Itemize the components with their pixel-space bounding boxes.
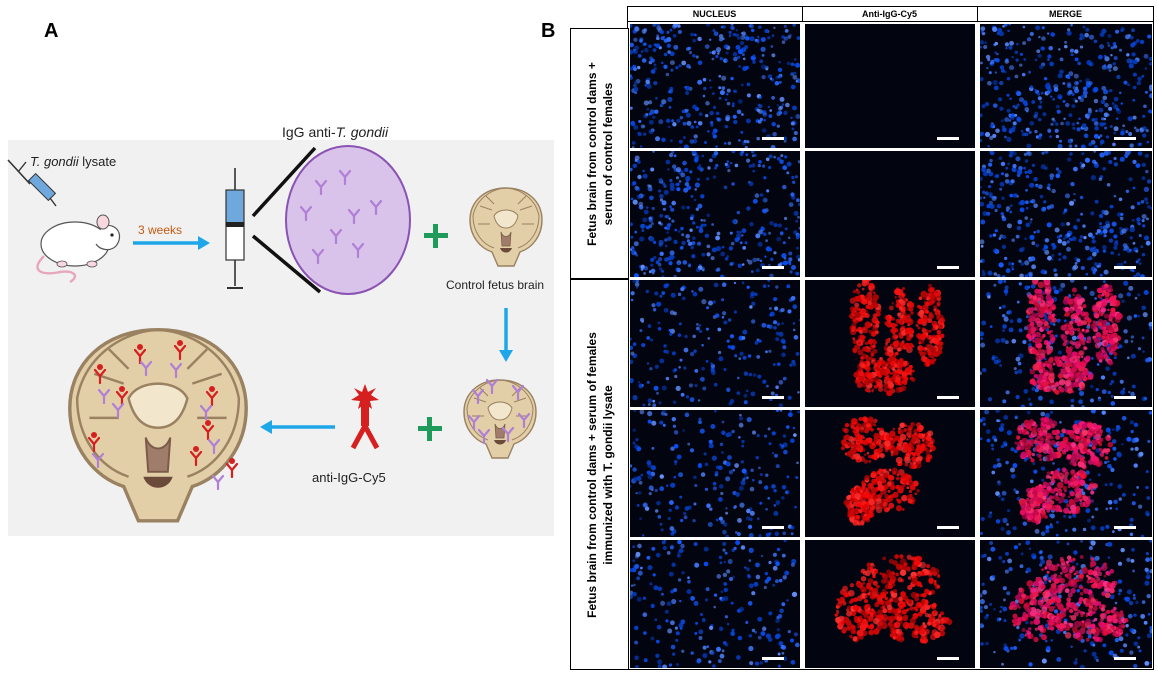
igg-circle	[285, 145, 411, 295]
col-header-merge: MERGE	[1048, 9, 1082, 19]
micrograph-merge-row-5	[980, 540, 1152, 668]
header-divider	[627, 21, 1154, 22]
micrograph-merge-row-4	[980, 410, 1152, 537]
zoom-line-top	[251, 146, 317, 218]
scale-bar	[1114, 657, 1136, 660]
micrograph-cy5-row-3	[805, 280, 975, 407]
scale-bar	[762, 137, 784, 140]
micrograph-cy5-row-5	[805, 540, 975, 668]
header-col-divider-1	[802, 6, 803, 22]
arrow-left	[260, 420, 335, 434]
brain-with-igg-icon	[463, 378, 537, 459]
scale-bar	[937, 526, 959, 529]
micrograph-merge-row-2	[980, 151, 1152, 277]
scale-bar	[762, 657, 784, 660]
scale-bar	[1114, 266, 1136, 269]
scale-bar	[1114, 526, 1136, 529]
scale-bar	[937, 266, 959, 269]
micrograph-nucleus-row-2	[630, 151, 800, 277]
panel-b-label: B	[541, 20, 556, 42]
micrograph-nucleus-row-5	[630, 540, 800, 668]
scale-bar	[762, 266, 784, 269]
lysate-label: T. gondii lysate	[30, 154, 117, 169]
mouse-icon	[36, 214, 121, 284]
zoom-line-bottom	[251, 234, 322, 294]
scale-bar	[762, 396, 784, 399]
micrograph-cy5-row-4	[805, 410, 975, 537]
arrow-down	[499, 308, 513, 362]
labeled-brain-icon	[68, 327, 248, 523]
micrograph-cy5-row-2	[805, 151, 975, 277]
micrograph-merge-row-3	[980, 280, 1152, 407]
scale-bar	[1114, 396, 1136, 399]
scale-bar	[937, 657, 959, 660]
row-group-control: Fetus brain from control dams + serum of…	[570, 28, 629, 279]
scale-bar	[937, 396, 959, 399]
control-fetus-brain-label: Control fetus brain	[446, 278, 545, 292]
scale-bar	[762, 526, 784, 529]
col-header-nucleus: NUCLEUS	[692, 9, 737, 19]
cy5-antibody-icon	[350, 384, 380, 450]
micrograph-nucleus-row-1	[630, 24, 800, 148]
injection-syringe	[7, 159, 57, 207]
row-group-control-text: Fetus brain from control dams + serum of…	[584, 61, 615, 246]
scale-bar	[937, 137, 959, 140]
micrograph-cy5-row-1	[805, 24, 975, 148]
header-col-divider-2	[977, 6, 978, 22]
micrograph-merge-row-1	[980, 24, 1152, 148]
workflow-diagram	[7, 145, 543, 523]
serum-syringe	[225, 168, 245, 289]
plus-sign-2	[418, 417, 442, 441]
igg-label: IgG anti-T. gondii	[282, 124, 389, 140]
arrow-to-syringe	[133, 236, 210, 250]
col-header-cy5: Anti-IgG-Cy5	[862, 9, 917, 19]
row-group-immunized-text: Fetus brain from control dams + serum of…	[584, 331, 615, 618]
anti-igg-cy5-label: anti-IgG-Cy5	[312, 470, 386, 485]
micrograph-nucleus-row-4	[630, 410, 800, 537]
micrograph-nucleus-row-3	[630, 280, 800, 407]
weeks-label: 3 weeks	[138, 223, 183, 237]
control-brain-icon	[469, 187, 543, 267]
row-group-immunized: Fetus brain from control dams + serum of…	[570, 279, 629, 670]
panel-a-label: A	[44, 20, 59, 42]
plus-sign-1	[424, 224, 448, 248]
scale-bar	[1114, 137, 1136, 140]
